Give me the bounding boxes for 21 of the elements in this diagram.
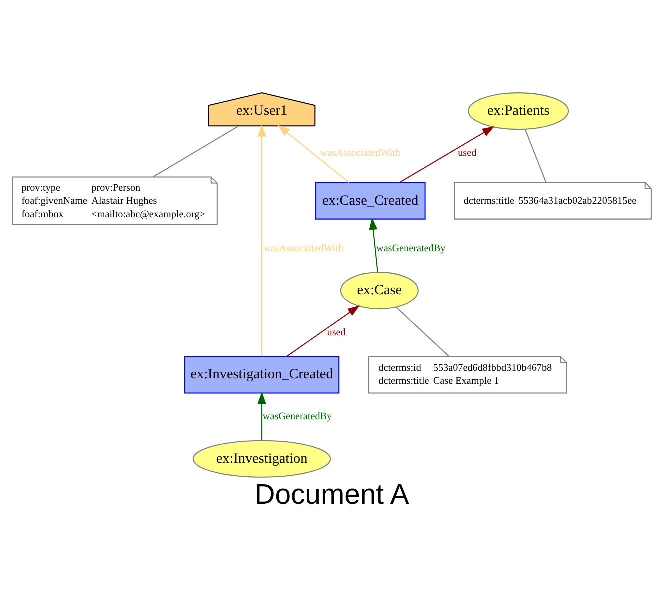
connector [152,125,239,178]
edge-label: used [327,326,346,338]
edge-label: wasAssociatedWith [320,147,400,158]
edge-label: wasGeneratedBy [376,242,446,254]
arrow [258,391,266,440]
arrow [286,305,360,356]
edge-label: used [458,147,477,158]
node-ellipse: ex:Case [340,272,419,310]
edge-label: wasGeneratedBy [262,411,332,422]
arrow [400,126,495,183]
node-box: ex:Investigation_Created [184,356,340,394]
arrow [278,124,350,183]
connector [524,128,547,182]
connector [396,306,450,356]
node-ellipse: ex:Patients [468,92,570,130]
node-box: ex:Case_Created [315,182,426,220]
arrow [258,124,266,356]
caption: Document A [254,478,410,511]
edge-label: wasAssociatedWith [264,242,344,254]
node-ellipse: ex:Investigation [192,440,332,478]
arrow [369,217,378,272]
